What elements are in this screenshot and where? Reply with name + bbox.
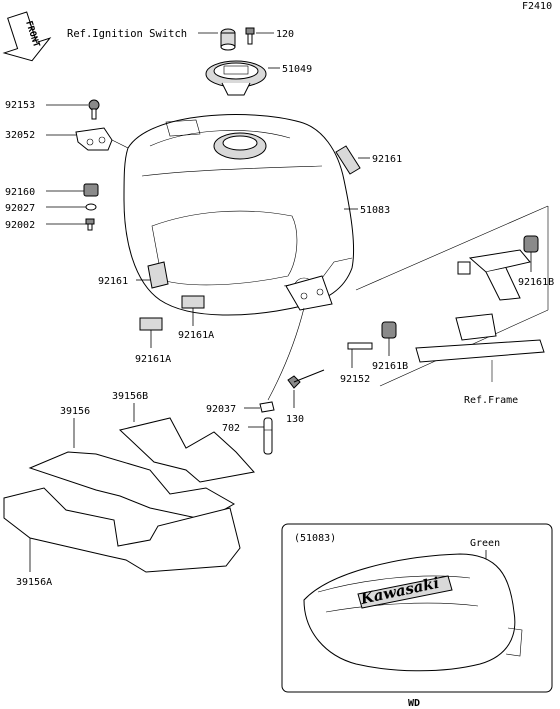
footer-label: WD: [408, 698, 420, 709]
part-39156: 39156: [60, 406, 90, 417]
figure-code: F2410: [522, 1, 552, 12]
front-arrow-icon: FRONT: [2, 11, 52, 62]
bolt-92153-part: [88, 99, 100, 120]
tank-rear-bracket-part: [285, 275, 333, 311]
part-120: 120: [276, 29, 294, 40]
inset-panel: (51083) Green Kawasaki: [281, 523, 553, 693]
part-39156a: 39156A: [16, 577, 52, 588]
bracket-32052-part: [75, 127, 129, 151]
part-92153: 92153: [5, 100, 35, 111]
ref-frame-label: Ref.Frame: [464, 395, 518, 406]
pad-39156a-part: [3, 487, 241, 573]
screw-120-part: [245, 27, 255, 45]
bolt-92002-part: [85, 218, 95, 231]
pad-39156b-part: [118, 417, 255, 483]
ref-ignition-label: Ref.Ignition Switch: [67, 28, 187, 40]
part-92037: 92037: [206, 404, 236, 415]
frame-bracket-part: [355, 205, 549, 387]
part-92002: 92002: [5, 220, 35, 231]
part-92027: 92027: [5, 203, 35, 214]
inset-color-label: Green: [470, 538, 500, 549]
damper-92161b-right-part: [523, 235, 539, 253]
clip-92037-part: [259, 401, 275, 413]
ignition-cover-part: [220, 28, 236, 51]
part-92161b-right: 92161B: [518, 277, 554, 288]
part-92161a-upper: 92161A: [178, 330, 214, 341]
part-92161-left: 92161: [98, 276, 128, 287]
pad-92161-top-part: [335, 145, 361, 175]
pad-92161-left-part: [147, 261, 169, 289]
pin-92152-part: [347, 342, 373, 350]
part-92160: 92160: [5, 187, 35, 198]
part-92161-top: 92161: [372, 154, 402, 165]
hose-702-part: [263, 417, 273, 455]
inset-ref-label: (51083): [294, 533, 336, 544]
damper-92161b-mid-part: [381, 321, 397, 339]
tank-drain-hose-line: [267, 307, 305, 401]
pad-39156-part: [28, 451, 236, 521]
part-39156b: 39156B: [112, 391, 148, 402]
pad-92161a-upper-part: [181, 295, 205, 309]
collar-92027-part: [85, 203, 97, 211]
fuel-cap-part: [205, 60, 267, 96]
pad-92161a-lower-part: [139, 317, 163, 331]
fuel-tank-part: [123, 114, 355, 316]
inset-tank-illustration: [303, 553, 523, 672]
part-92161b-mid: 92161B: [372, 361, 408, 372]
part-92161a-lower: 92161A: [135, 354, 171, 365]
part-51049: 51049: [282, 64, 312, 75]
bolt-130-part: [287, 369, 325, 389]
part-51083: 51083: [360, 205, 390, 216]
damper-92160-part: [83, 183, 99, 197]
part-130: 130: [286, 414, 304, 425]
part-32052: 32052: [5, 130, 35, 141]
part-92152: 92152: [340, 374, 370, 385]
part-702: 702: [222, 423, 240, 434]
